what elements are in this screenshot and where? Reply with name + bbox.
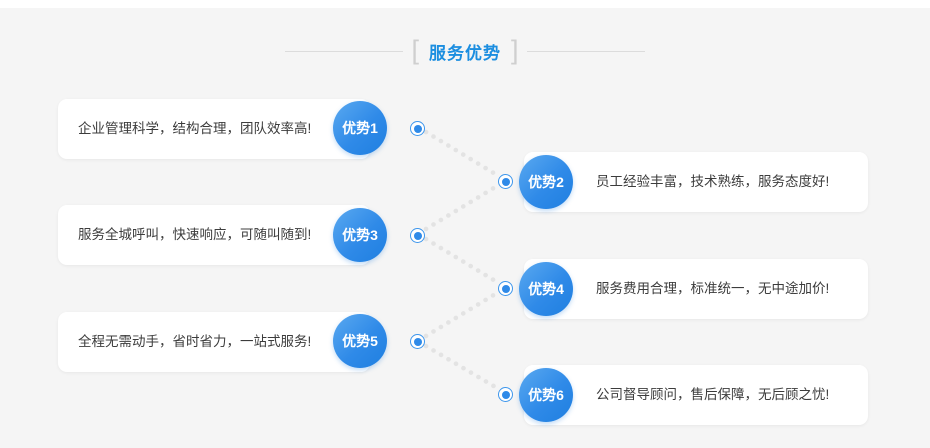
advantage-badge-4[interactable]: 优势4: [519, 262, 573, 316]
advantage-text-5: 全程无需动手，省时省力，一站式服务!: [78, 334, 312, 349]
node-marker-6[interactable]: [498, 387, 513, 402]
node-marker-2[interactable]: [498, 174, 513, 189]
header-rule-right: [526, 50, 645, 52]
advantage-badge-2[interactable]: 优势2: [519, 155, 573, 209]
advantage-badge-5[interactable]: 优势5: [333, 314, 387, 368]
advantage-badge-1[interactable]: 优势1: [333, 101, 387, 155]
node-marker-4[interactable]: [498, 281, 513, 296]
node-marker-5[interactable]: [410, 334, 425, 349]
bracket-left-icon: [: [411, 34, 419, 65]
advantage-badge-6[interactable]: 优势6: [519, 368, 573, 422]
page-title: 服务优势: [429, 43, 501, 63]
header-rule-left: [285, 50, 404, 52]
bracket-right-icon: ]: [511, 34, 519, 65]
advantage-text-6: 公司督导顾问，售后保障，无后顾之忧!: [596, 387, 830, 402]
advantage-card-4[interactable]: 服务费用合理，标准统一，无中途加价!: [524, 259, 868, 319]
node-marker-1[interactable]: [410, 121, 425, 136]
advantage-text-1: 企业管理科学，结构合理，团队效率高!: [78, 121, 312, 136]
advantage-card-3[interactable]: 服务全城呼叫，快速响应，可随叫随到!: [58, 205, 370, 265]
advantage-badge-3[interactable]: 优势3: [333, 208, 387, 262]
node-marker-3[interactable]: [410, 228, 425, 243]
advantage-card-2[interactable]: 员工经验丰富，技术熟练，服务态度好!: [524, 152, 868, 212]
advantage-text-2: 员工经验丰富，技术熟练，服务态度好!: [596, 174, 830, 189]
top-white-strip: [0, 0, 930, 8]
section-header: [ 服务优势 ]: [0, 34, 930, 68]
advantage-text-4: 服务费用合理，标准统一，无中途加价!: [596, 281, 830, 296]
advantage-card-5[interactable]: 全程无需动手，省时省力，一站式服务!: [58, 312, 370, 372]
advantage-card-1[interactable]: 企业管理科学，结构合理，团队效率高!: [58, 99, 370, 159]
advantage-card-6[interactable]: 公司督导顾问，售后保障，无后顾之忧!: [524, 365, 868, 425]
advantage-text-3: 服务全城呼叫，快速响应，可随叫随到!: [78, 227, 312, 242]
